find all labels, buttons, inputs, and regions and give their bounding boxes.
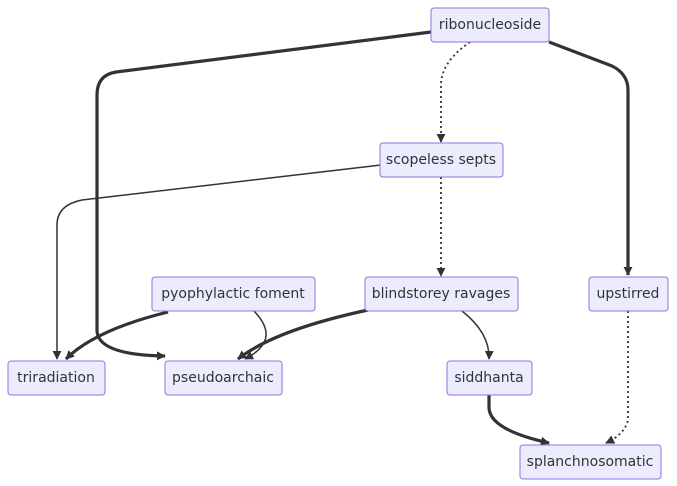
edge-ribonucleoside-to-scopeless-septs <box>436 41 471 143</box>
edge-blindstorey-ravages-to-pseudoarchaic <box>237 308 369 361</box>
node-label: blindstorey ravages <box>372 286 511 302</box>
node-upstirred[interactable]: upstirred <box>588 276 669 312</box>
edge-upstirred-to-splanchnosomatic <box>605 311 629 444</box>
edge-blindstorey-ravages-to-siddhanta <box>461 310 494 360</box>
node-label: siddhanta <box>454 370 523 386</box>
node-ribonucleoside[interactable]: ribonucleoside <box>430 7 550 43</box>
edge-ribonucleoside-to-upstirred <box>548 40 633 276</box>
edge-pyophylactic-foment-to-pseudoarchaic <box>244 310 267 360</box>
node-label: pyophylactic foment <box>161 286 305 302</box>
node-label: upstirred <box>597 286 660 302</box>
node-label: splanchnosomatic <box>527 454 654 470</box>
node-blindstorey-ravages[interactable]: blindstorey ravages <box>364 276 519 312</box>
node-triradiation[interactable]: triradiation <box>7 360 106 396</box>
edges <box>52 30 633 446</box>
edge-siddhanta-to-splanchnosomatic <box>487 395 550 446</box>
node-scopeless-septs[interactable]: scopeless septs <box>379 142 504 178</box>
node-label: scopeless septs <box>386 152 496 168</box>
node-label: pseudoarchaic <box>172 370 274 386</box>
node-label: ribonucleoside <box>439 17 541 33</box>
node-siddhanta[interactable]: siddhanta <box>446 360 533 396</box>
node-pseudoarchaic[interactable]: pseudoarchaic <box>164 360 283 396</box>
node-pyophylactic-foment[interactable]: pyophylactic foment <box>151 276 316 312</box>
node-label: triradiation <box>17 370 95 386</box>
nodes: ribonucleoside scopeless septs pyophylac… <box>7 7 669 480</box>
edge-ribonucleoside-to-pseudoarchaic <box>95 30 432 361</box>
edge-scopeless-septs-to-triradiation <box>52 164 382 360</box>
edge-pyophylactic-foment-to-triradiation <box>64 310 169 361</box>
node-splanchnosomatic[interactable]: splanchnosomatic <box>519 444 662 480</box>
